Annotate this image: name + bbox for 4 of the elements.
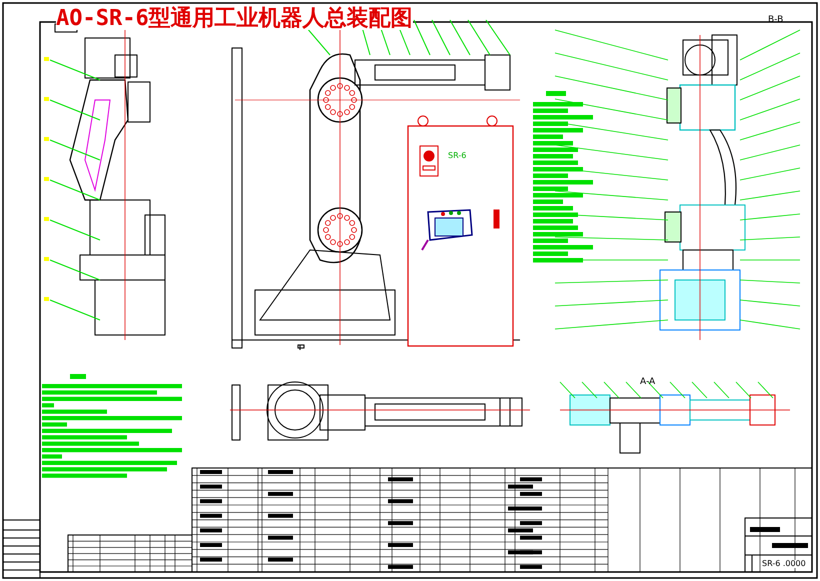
section-label: A-A [640, 378, 656, 387]
cabinet-model-label: SR-6 [448, 152, 466, 160]
drawing-number: SR-6 .0000 [762, 560, 806, 568]
drawing-title: AO-SR-6型通用工业机器人总装配图 [56, 8, 413, 30]
